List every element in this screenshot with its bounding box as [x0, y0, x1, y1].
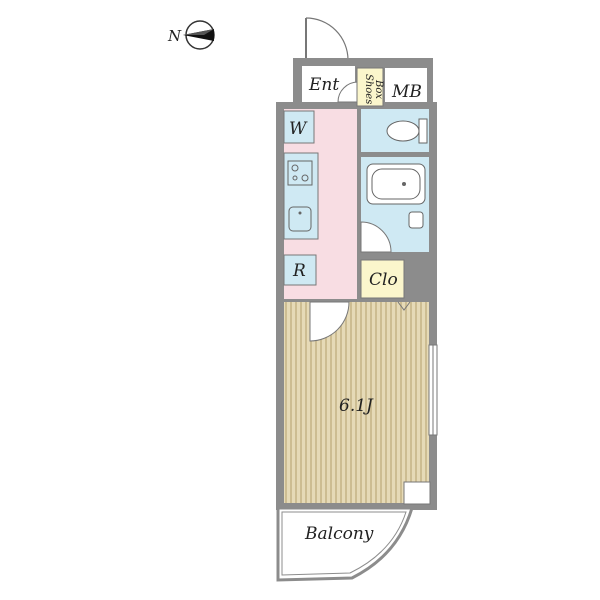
- balcony: [276, 506, 415, 582]
- compass-icon: [183, 20, 215, 50]
- toilet-icon: [386, 118, 428, 144]
- main-room-label: 6.1J: [339, 396, 374, 416]
- main-room: [284, 302, 429, 503]
- closet-door[interactable]: [397, 301, 411, 311]
- shoes-box-label-line1: Shoes: [363, 74, 374, 104]
- bathroom: [361, 157, 429, 252]
- refrigerator-space: [283, 254, 317, 286]
- meter-box-label: MB: [391, 82, 422, 102]
- window: [428, 344, 438, 436]
- closet: [360, 259, 405, 299]
- bathroom-door[interactable]: [360, 221, 392, 253]
- north-label: N: [167, 27, 182, 45]
- compass: N: [167, 20, 215, 50]
- bathtub-icon: [366, 163, 426, 205]
- balcony-label: Balcony: [304, 524, 374, 544]
- refrigerator-label: R: [292, 261, 306, 281]
- toilet-room: [361, 109, 429, 152]
- shoes-box: [356, 67, 384, 107]
- sink-icon: [288, 206, 312, 232]
- entrance-door[interactable]: [305, 17, 349, 61]
- washbasin-icon: [408, 211, 424, 229]
- washer-space: [283, 110, 315, 144]
- closet-label: Clo: [369, 270, 398, 290]
- washer-label: W: [289, 119, 308, 139]
- kitchen-counter: [283, 152, 319, 240]
- shoes-box-label-line2: Box: [373, 79, 384, 99]
- stove-icon: [287, 160, 313, 186]
- meter-box: [385, 68, 427, 102]
- main-room-door[interactable]: [309, 301, 350, 342]
- shoes-box-label: Shoes Box: [363, 74, 384, 104]
- balcony-sash: [403, 481, 431, 505]
- entrance-label: Ent: [308, 75, 339, 95]
